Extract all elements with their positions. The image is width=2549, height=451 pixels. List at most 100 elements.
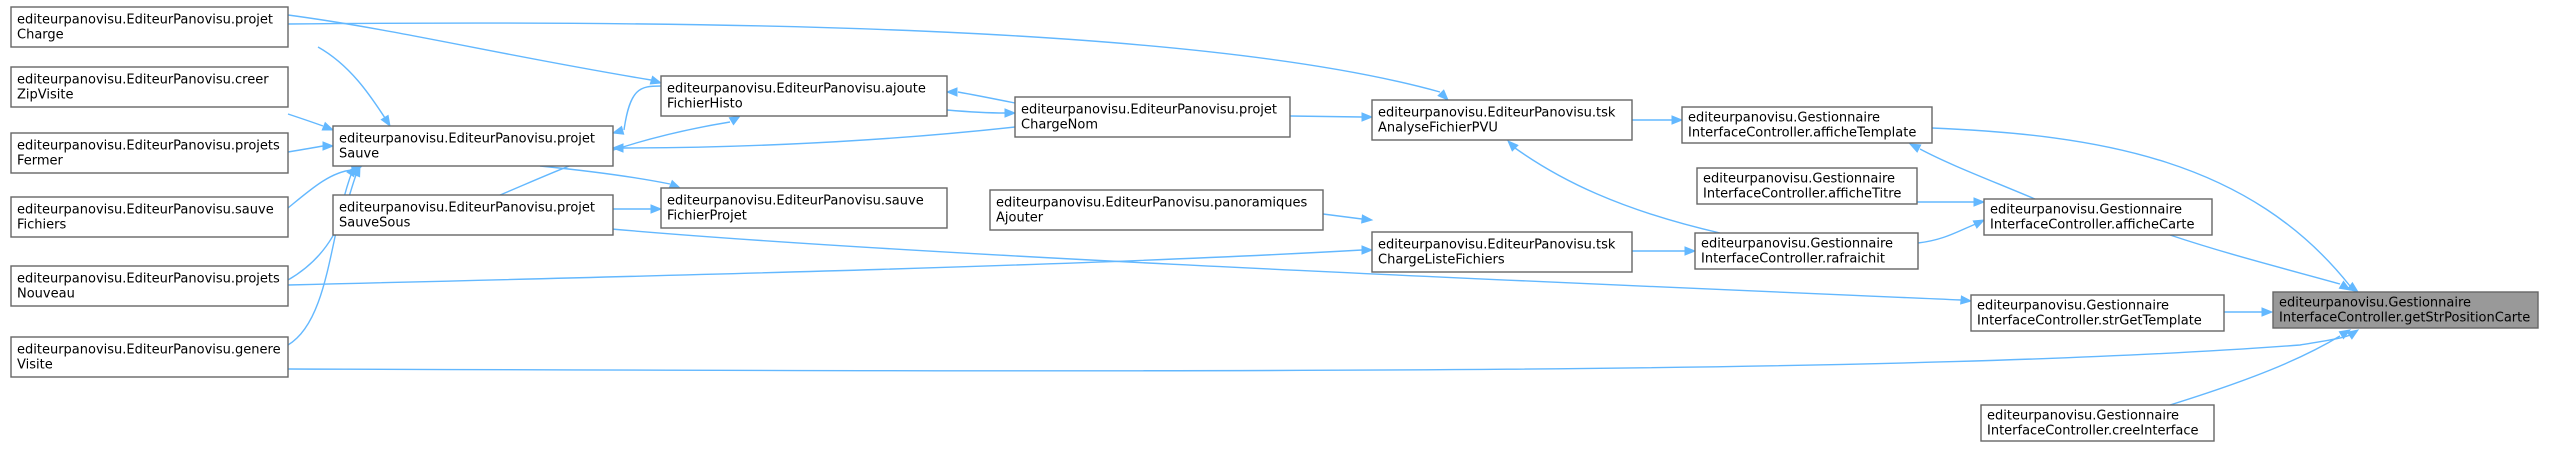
edge-line bbox=[622, 126, 1016, 149]
edge-line bbox=[287, 14, 652, 81]
edge-line bbox=[946, 109, 1006, 114]
arrowhead bbox=[1437, 89, 1449, 101]
node-box bbox=[1371, 231, 1633, 273]
node-box bbox=[1681, 106, 1933, 144]
node-projetSauveSous[interactable]: editeurpanovisu.EditeurPanovisu.projetSa… bbox=[332, 194, 614, 236]
arrowhead bbox=[2261, 307, 2274, 317]
arrowhead bbox=[1671, 115, 1684, 125]
node-tskCharge[interactable]: editeurpanovisu.EditeurPanovisu.tskCharg… bbox=[1371, 231, 1633, 273]
edge-rafraichit-to-afficheCarte bbox=[1917, 219, 1986, 244]
edge-sauveFichierProjet-to-strGetTemplate bbox=[599, 227, 1973, 305]
node-box bbox=[2272, 291, 2539, 329]
arrowhead bbox=[649, 75, 663, 85]
edge-ajouteFichierHisto-to-projetSauve bbox=[611, 85, 662, 135]
node-box bbox=[332, 194, 614, 236]
node-projetsFermer[interactable]: editeurpanovisu.EditeurPanovisu.projetsF… bbox=[10, 132, 289, 174]
edge-line bbox=[287, 22, 1441, 93]
node-label: InterfaceController.afficheCarte bbox=[1990, 218, 2195, 233]
edge-strGetTemplate-to-root bbox=[2224, 307, 2274, 317]
node-box bbox=[1014, 96, 1291, 138]
node-label: FichierHisto bbox=[667, 97, 743, 112]
node-ajouteFichierHisto[interactable]: editeurpanovisu.EditeurPanovisu.ajouteFi… bbox=[660, 75, 948, 117]
arrowhead bbox=[1972, 219, 1986, 229]
edge-line bbox=[2169, 234, 2341, 285]
node-projetSauve[interactable]: editeurpanovisu.EditeurPanovisu.projetSa… bbox=[332, 125, 614, 167]
node-label: editeurpanovisu.Gestionnaire bbox=[1987, 409, 2179, 424]
node-label: editeurpanovisu.EditeurPanovisu.tsk bbox=[1378, 238, 1616, 253]
edge-projetsNouveau-to-tskCharge bbox=[287, 245, 1374, 286]
node-box bbox=[10, 265, 289, 307]
edge-panoAjouter-to-tskCharge bbox=[1322, 213, 1374, 224]
edge-projetChargeNom-to-ajouteFichierHisto bbox=[945, 87, 1016, 104]
arrowhead bbox=[1960, 295, 1973, 305]
node-box bbox=[1980, 404, 2215, 442]
node-strGetTemplate[interactable]: editeurpanovisu.GestionnaireInterfaceCon… bbox=[1970, 294, 2225, 332]
node-afficheCarte[interactable]: editeurpanovisu.GestionnaireInterfaceCon… bbox=[1983, 198, 2213, 236]
node-label: editeurpanovisu.EditeurPanovisu.projet bbox=[339, 132, 595, 147]
edge-line bbox=[1514, 147, 1721, 234]
edge-ajouteFichierHisto-to-projetChargeNom bbox=[946, 108, 1017, 118]
arrowhead bbox=[1507, 140, 1519, 152]
arrowhead bbox=[1361, 112, 1374, 122]
node-box bbox=[10, 132, 289, 174]
node-genereVisite[interactable]: editeurpanovisu.EditeurPanovisu.genereVi… bbox=[10, 336, 289, 378]
node-creeInterface[interactable]: editeurpanovisu.GestionnaireInterfaceCon… bbox=[1980, 404, 2215, 442]
node-label: InterfaceController.strGetTemplate bbox=[1977, 314, 2202, 329]
arrowhead bbox=[322, 141, 335, 151]
node-label: editeurpanovisu.Gestionnaire bbox=[1703, 172, 1895, 187]
node-label: editeurpanovisu.EditeurPanovisu.projet bbox=[339, 201, 595, 216]
node-box bbox=[1970, 294, 2225, 332]
edge-rafraichit-to-tskAnalyse bbox=[1507, 140, 1721, 234]
node-tskAnalyse[interactable]: editeurpanovisu.EditeurPanovisu.tskAnaly… bbox=[1371, 99, 1633, 141]
node-label: editeurpanovisu.EditeurPanovisu.sauve bbox=[17, 203, 274, 218]
node-label: InterfaceController.afficheTemplate bbox=[1688, 126, 1916, 141]
arrowhead bbox=[321, 121, 335, 131]
edge-line bbox=[287, 333, 2353, 372]
edge-projetChargeNom-to-projetSauve bbox=[611, 126, 1016, 153]
node-sauveFichiers[interactable]: editeurpanovisu.EditeurPanovisu.sauveFic… bbox=[10, 196, 289, 238]
node-label: FichierProjet bbox=[667, 209, 747, 224]
edge-line bbox=[623, 85, 662, 131]
arrowhead bbox=[611, 125, 625, 135]
node-afficheTitre[interactable]: editeurpanovisu.GestionnaireInterfaceCon… bbox=[1696, 167, 1918, 205]
node-label: editeurpanovisu.EditeurPanovisu.projets bbox=[17, 139, 280, 154]
arrowhead bbox=[380, 114, 391, 128]
node-panoAjouter[interactable]: editeurpanovisu.EditeurPanovisu.panorami… bbox=[989, 189, 1324, 231]
arrowhead bbox=[650, 204, 663, 214]
node-label: Sauve bbox=[339, 147, 379, 162]
node-afficheTemplate[interactable]: editeurpanovisu.GestionnaireInterfaceCon… bbox=[1681, 106, 1933, 144]
node-box bbox=[1696, 167, 1918, 205]
edge-afficheTitre-to-afficheCarte bbox=[1917, 197, 1986, 207]
edge-tskCharge-to-rafraichit bbox=[1632, 246, 1697, 256]
node-label: editeurpanovisu.Gestionnaire bbox=[1977, 299, 2169, 314]
node-label: editeurpanovisu.EditeurPanovisu.sauve bbox=[667, 194, 924, 209]
edge-line bbox=[1289, 115, 1363, 118]
edge-line bbox=[1322, 213, 1363, 220]
node-box bbox=[10, 336, 289, 378]
node-sauveFichierProjet[interactable]: editeurpanovisu.EditeurPanovisu.sauveFic… bbox=[660, 187, 948, 229]
arrowhead bbox=[1908, 143, 1922, 153]
arrowhead bbox=[1684, 246, 1697, 256]
node-root[interactable]: editeurpanovisu.GestionnaireInterfaceCon… bbox=[2272, 291, 2539, 329]
arrowhead bbox=[1361, 214, 1374, 224]
node-label: ChargeNom bbox=[1021, 118, 1098, 133]
node-box bbox=[1694, 232, 1919, 270]
node-projetCharge[interactable]: editeurpanovisu.EditeurPanovisu.projetCh… bbox=[10, 6, 289, 48]
arrowhead bbox=[945, 87, 958, 97]
node-label: SauveSous bbox=[339, 216, 411, 231]
edge-line bbox=[599, 227, 1962, 301]
edge-line bbox=[287, 145, 324, 153]
node-projetsNouveau[interactable]: editeurpanovisu.EditeurPanovisu.projetsN… bbox=[10, 265, 289, 307]
arrowhead bbox=[668, 179, 682, 189]
node-rafraichit[interactable]: editeurpanovisu.GestionnaireInterfaceCon… bbox=[1694, 232, 1919, 270]
arrowhead bbox=[1973, 197, 1986, 207]
node-creerZipVisite[interactable]: editeurpanovisu.EditeurPanovisu.creerZip… bbox=[10, 66, 289, 108]
arrowhead bbox=[2338, 280, 2352, 291]
edge-afficheCarte-to-afficheTemplate bbox=[1908, 143, 2036, 200]
edge-line bbox=[957, 91, 1016, 104]
arrowhead bbox=[2346, 329, 2360, 340]
node-label: editeurpanovisu.EditeurPanovisu.ajoute bbox=[667, 82, 926, 97]
node-projetChargeNom[interactable]: editeurpanovisu.EditeurPanovisu.projetCh… bbox=[1014, 96, 1291, 138]
node-label: editeurpanovisu.EditeurPanovisu.panorami… bbox=[996, 196, 1308, 211]
